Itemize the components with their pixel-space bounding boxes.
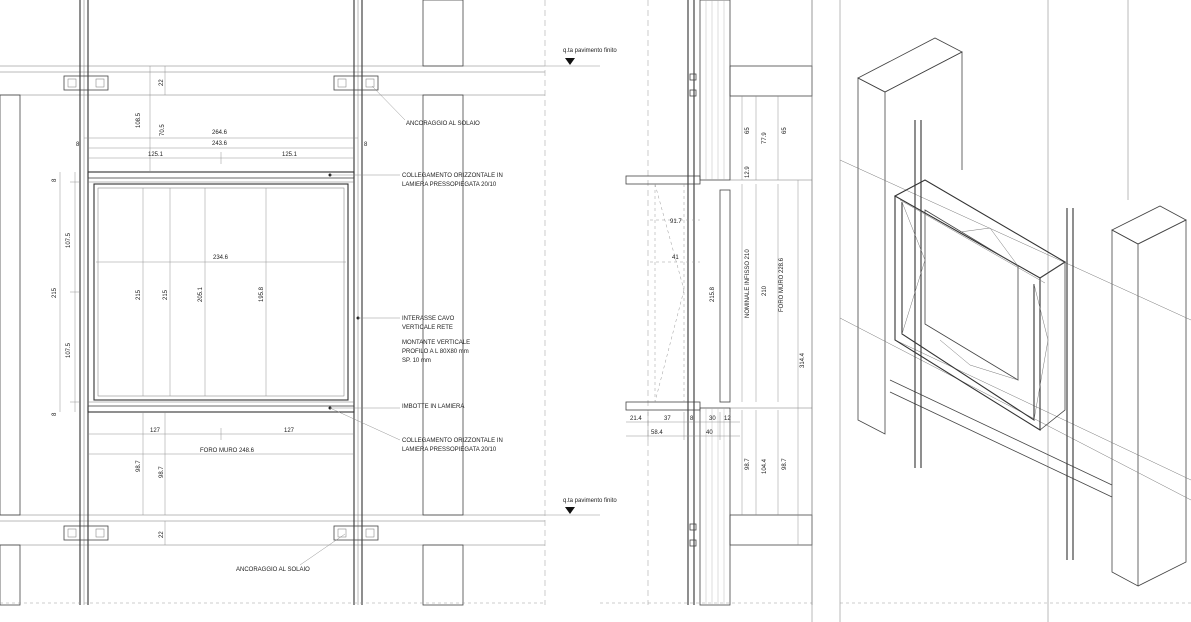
dim-234-6: 234.6 bbox=[213, 255, 229, 261]
dim-108-5: 108.5 bbox=[136, 112, 142, 128]
level-label-bottom: q.ta pavimento finito bbox=[563, 498, 617, 504]
dim-98-7-a: 98.7 bbox=[136, 460, 142, 472]
dim-127-b: 127 bbox=[284, 428, 295, 434]
wall-left-low bbox=[0, 544, 21, 606]
dim-127-a: 127 bbox=[150, 428, 161, 434]
dim-264-6: 264.6 bbox=[212, 130, 228, 136]
dim-125-1-b: 125.1 bbox=[282, 152, 298, 158]
dim-205-1: 205.1 bbox=[198, 286, 204, 302]
dim-98-7-b: 98.7 bbox=[159, 466, 165, 478]
dim-37: 37 bbox=[664, 416, 671, 422]
dim-125-1-a: 125.1 bbox=[148, 152, 164, 158]
dim-12-9: 12.9 bbox=[745, 166, 751, 178]
note-collegamento-bottom-2: LAMIERA PRESSOPIEGATA 20/10 bbox=[402, 447, 497, 453]
dim-58-4: 58.4 bbox=[651, 430, 663, 436]
dim-40: 40 bbox=[706, 430, 713, 436]
dim-215-b: 215 bbox=[163, 289, 169, 300]
dim-215-8: 215.8 bbox=[710, 286, 716, 302]
dim-98-7-section-a: 98.7 bbox=[745, 458, 751, 470]
axo-cable-right bbox=[1066, 208, 1074, 560]
dim-8-section: 8 bbox=[690, 416, 694, 422]
dim-215-left: 215 bbox=[52, 287, 58, 298]
note-interasse-1: INTERASSE CAVO bbox=[402, 316, 455, 322]
note-interasse-2: VERTICALE RETE bbox=[402, 325, 453, 331]
note-ancoraggio-top: ANCORAGGIO AL SOLAIO bbox=[406, 121, 480, 127]
dim-91-7: 91.7 bbox=[670, 219, 682, 225]
dim-77-9: 77.9 bbox=[762, 132, 768, 144]
note-montante-3: SP. 10 mm bbox=[402, 358, 431, 364]
dim-107-5-b: 107.5 bbox=[66, 342, 72, 358]
level-label-top: q.ta pavimento finito bbox=[563, 48, 617, 54]
dim-243-6: 243.6 bbox=[212, 141, 228, 147]
axo-window-frame bbox=[893, 179, 1067, 431]
dim-12: 12 bbox=[724, 416, 731, 422]
dim-21-4: 21.4 bbox=[630, 416, 642, 422]
wall-right-top bbox=[422, 0, 464, 67]
dim-8-a: 8 bbox=[76, 142, 80, 148]
anchor-bottom-right bbox=[333, 525, 379, 541]
section-view: 91.7 41 215.8 65 77.9 65 12.9 NOMINALE I… bbox=[600, 0, 813, 606]
dim-foro-muro: FORO MURO 248.6 bbox=[200, 448, 255, 454]
dim-8-b: 8 bbox=[364, 142, 368, 148]
dim-98-7-section-b: 98.7 bbox=[782, 458, 788, 470]
dim-107-5-a: 107.5 bbox=[66, 232, 72, 248]
note-montante-2: PROFILO A L 80X80 mm bbox=[402, 349, 469, 355]
wall-left bbox=[0, 94, 21, 516]
dim-195-8: 195.8 bbox=[259, 286, 265, 302]
note-ancoraggio-bottom: ANCORAGGIO AL SOLAIO bbox=[236, 567, 310, 573]
note-collegamento-top-2: LAMIERA PRESSOPIEGATA 20/10 bbox=[402, 182, 497, 188]
dim-30: 30 bbox=[709, 416, 716, 422]
level-marker-bottom bbox=[565, 507, 575, 514]
anchor-top-right bbox=[333, 75, 379, 91]
dim-210: 210 bbox=[762, 285, 768, 296]
wall-right bbox=[422, 94, 464, 516]
dim-foro-muro-section: FORO MURO 228.6 bbox=[779, 257, 785, 312]
dim-70-5: 70.5 bbox=[160, 124, 166, 136]
axo-pillar-left bbox=[857, 37, 963, 435]
note-collegamento-bottom-1: COLLEGAMENTO ORIZZONTALE IN bbox=[402, 438, 503, 444]
axonometric-view bbox=[839, 0, 1191, 622]
note-montante-1: MONTANTE VERTICALE bbox=[402, 340, 470, 346]
elevation-view: q.ta pavimento finito q.ta pavimento fin… bbox=[0, 0, 617, 606]
dim-8-c: 8 bbox=[52, 178, 58, 182]
montante-right bbox=[353, 0, 363, 605]
anchor-top-left bbox=[63, 75, 109, 91]
level-marker-top bbox=[565, 58, 575, 65]
anchor-bottom-left bbox=[63, 525, 109, 541]
window-frame bbox=[87, 171, 355, 413]
dim-nominale-infisso: NOMINALE INFISSO 210 bbox=[745, 249, 751, 318]
dim-8-d: 8 bbox=[52, 412, 58, 416]
dim-22-bottom: 22 bbox=[159, 531, 165, 538]
note-collegamento-top-1: COLLEGAMENTO ORIZZONTALE IN bbox=[402, 173, 503, 179]
dim-41: 41 bbox=[672, 255, 679, 261]
axo-pillar-right bbox=[1111, 205, 1187, 587]
dim-314-4: 314.4 bbox=[800, 352, 806, 368]
dim-65-a: 65 bbox=[745, 127, 751, 134]
montante-left bbox=[79, 0, 89, 605]
wall-right-low bbox=[422, 544, 464, 606]
dim-215-a: 215 bbox=[136, 289, 142, 300]
dim-22-top: 22 bbox=[159, 79, 165, 86]
dim-65-b: 65 bbox=[782, 127, 788, 134]
axo-cable-left bbox=[914, 120, 922, 468]
note-imbotte: IMBOTTE IN LAMIERA bbox=[402, 404, 464, 410]
dim-104-4: 104.4 bbox=[762, 458, 768, 474]
